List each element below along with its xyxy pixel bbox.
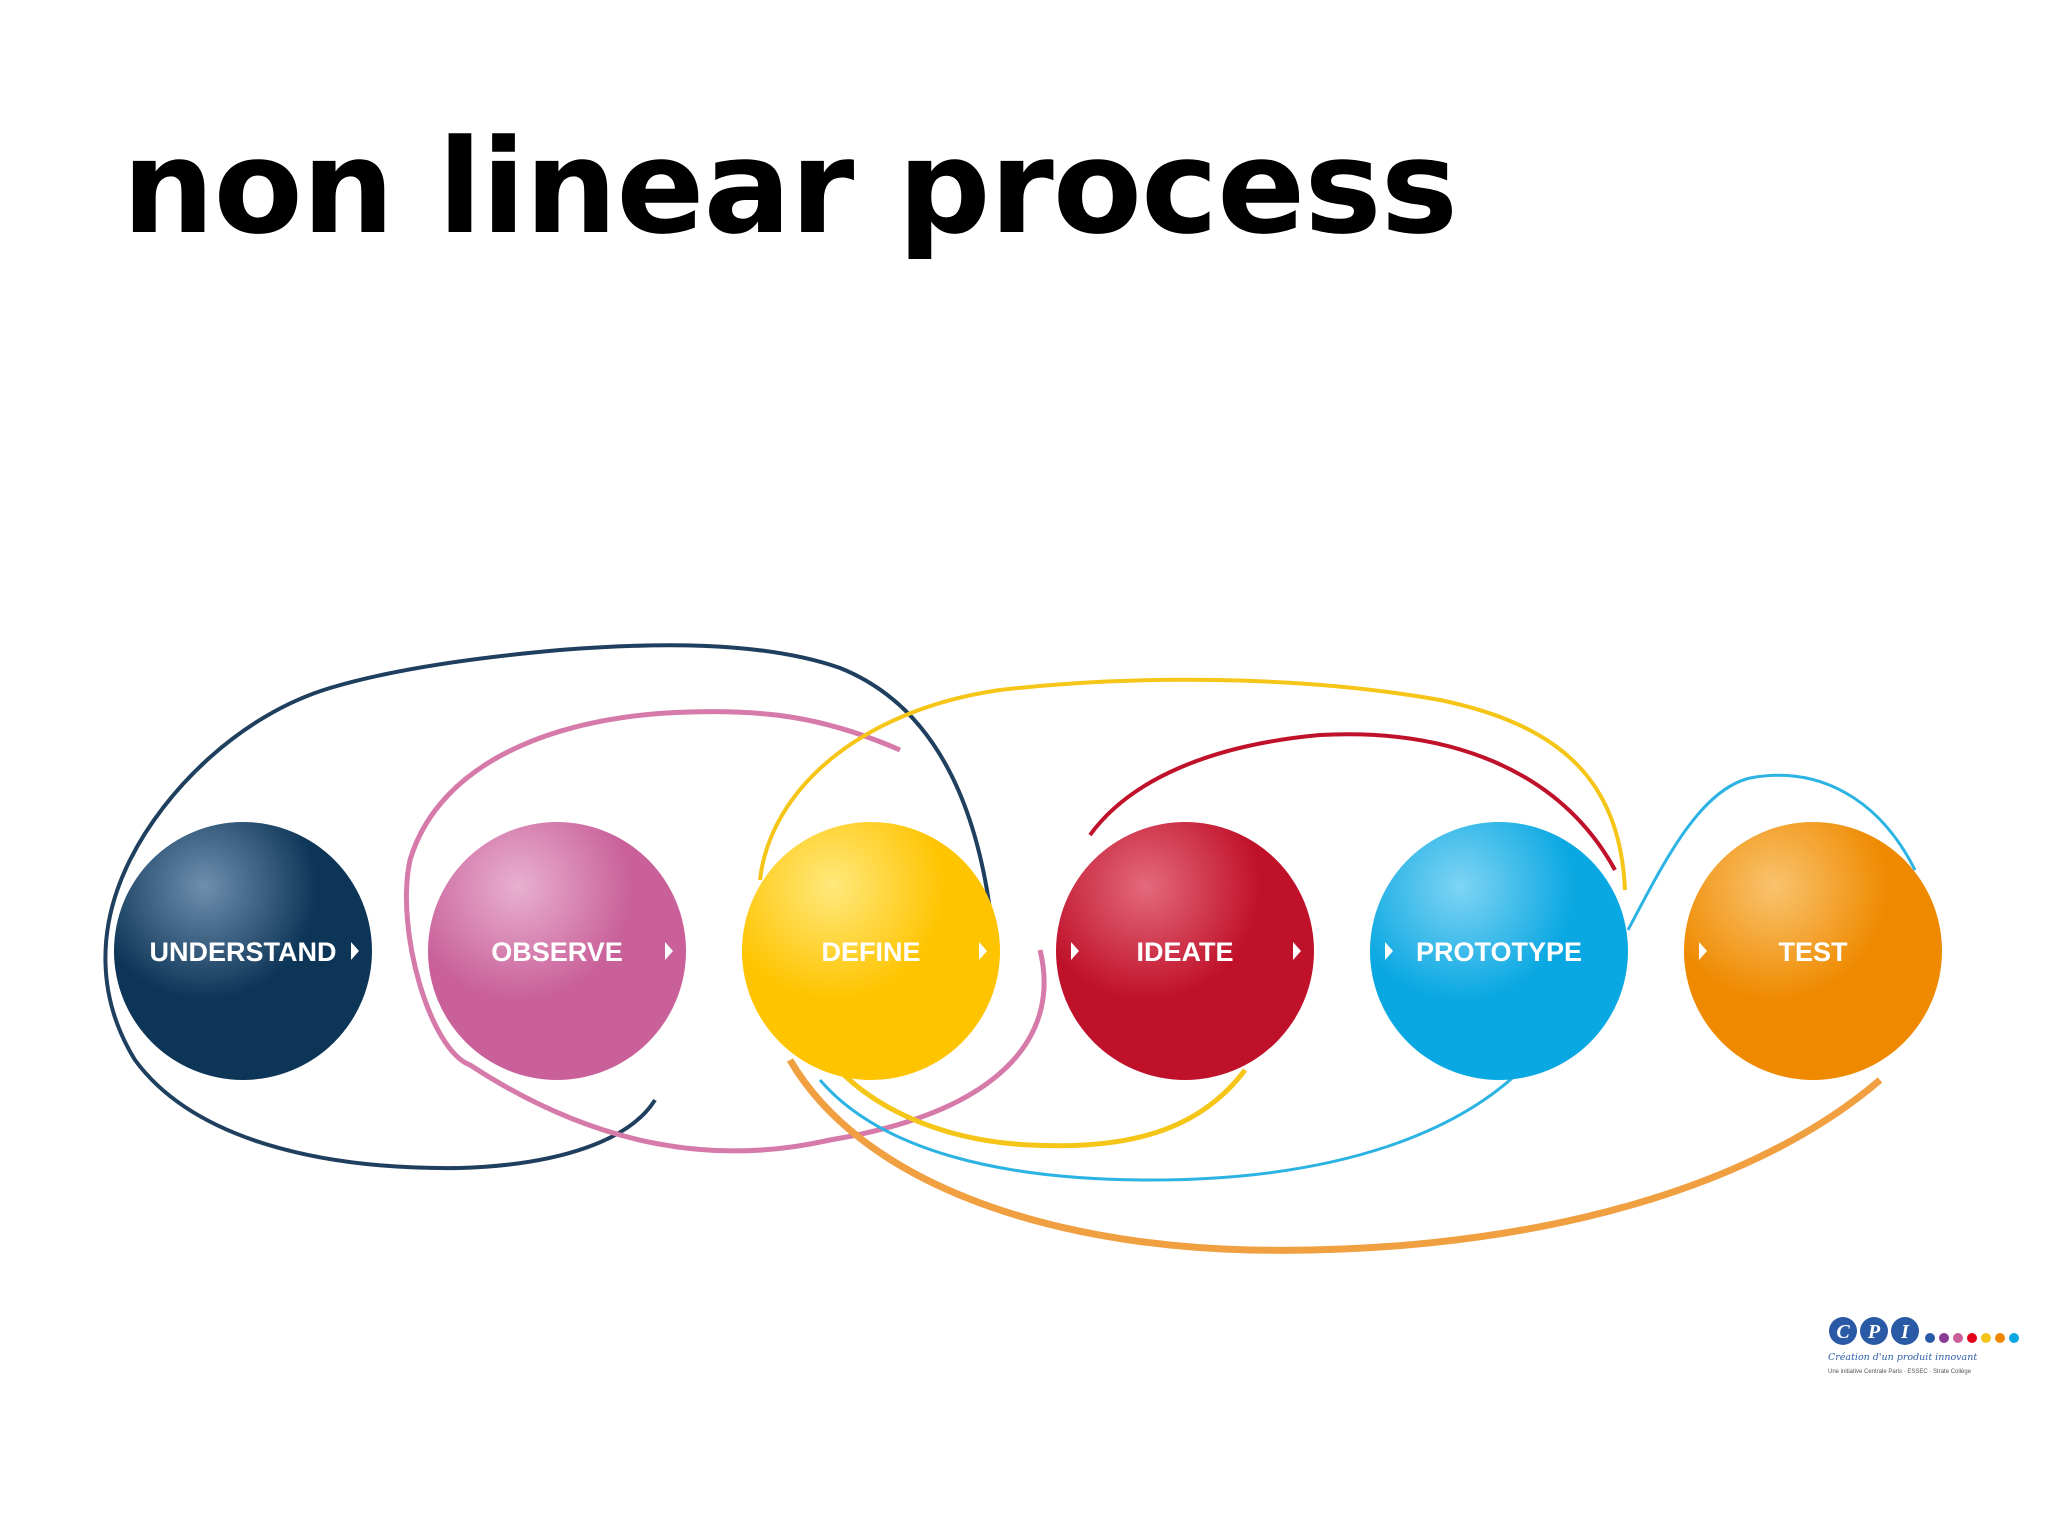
logo-letter-p: P [1867,1321,1881,1343]
stage-understand: UNDERSTAND [114,822,372,1080]
logo-dot [2009,1333,2019,1343]
stage-circle [1056,822,1314,1080]
prev-arrow-icon [1385,942,1393,960]
stages-layer: UNDERSTAND OBSERVE DEFINE IDEATE PROTOTYPE TE… [114,822,1942,1080]
logo-circle-c [1829,1317,1857,1345]
logo-letter-c: C [1836,1321,1850,1343]
logo-letter-i: I [1900,1321,1910,1343]
logo-dots [1925,1333,2019,1343]
logo-dot [1939,1333,1949,1343]
stage-circle [742,822,1000,1080]
logo-dot [1981,1333,1991,1343]
prev-arrow-icon [1071,942,1079,960]
logo-dot [1967,1333,1977,1343]
yellow-loop [758,677,1627,891]
stage-label: DEFINE [821,937,920,967]
logo-dot [1953,1333,1963,1343]
stage-circle [1684,822,1942,1080]
logo-letters: C P I [1829,1317,1919,1345]
stage-define: DEFINE [742,822,1000,1080]
stage-ideate: IDEATE [1056,822,1314,1080]
blue-loop-return [818,1029,1557,1182]
logo-circle-p [1860,1317,1888,1345]
yellow-loop-return [807,1028,1247,1149]
cpi-logo: C P I Création d'un produit innovant Une… [1828,1317,2019,1375]
next-arrow-icon [979,942,987,960]
orange-loop [786,1058,1883,1254]
next-arrow-icon [1293,942,1301,960]
stage-label: IDEATE [1136,937,1233,967]
slide-title: non linear process [122,111,1458,263]
red-loop [1088,732,1617,871]
next-arrow-icon [665,942,673,960]
stage-circle [428,822,686,1080]
stage-circle [1370,822,1628,1080]
stage-observe: OBSERVE [428,822,686,1080]
next-arrow-icon [351,942,359,960]
logo-dot [1925,1333,1935,1343]
logo-tagline: Création d'un produit innovant [1828,1352,1977,1363]
logo-circle-i [1891,1317,1919,1345]
prev-arrow-icon [1699,942,1707,960]
stage-label: OBSERVE [491,937,623,967]
navy-loop [103,643,994,1171]
stage-label: PROTOTYPE [1416,937,1582,967]
stage-label: TEST [1778,937,1848,967]
stage-label: UNDERSTAND [150,937,337,967]
loops-layer [103,643,1917,1254]
logo-subtitle: Une initiative Centrale Paris · ESSEC · … [1828,1369,1972,1375]
stage-prototype: PROTOTYPE [1370,822,1628,1080]
logo-dot [1995,1333,2005,1343]
blue-loop [1626,773,1917,931]
stage-test: TEST [1684,822,1942,1080]
stage-circle [114,822,372,1080]
